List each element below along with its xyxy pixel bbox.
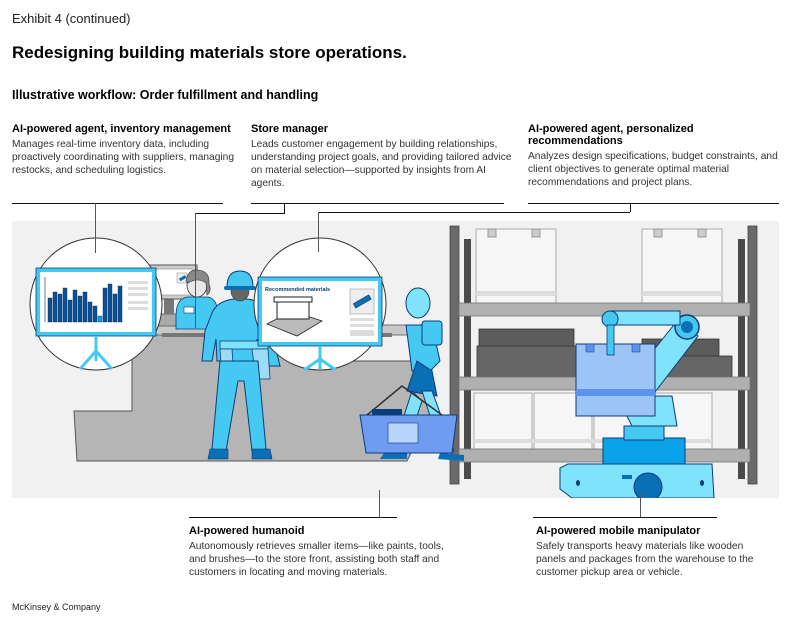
dashboard-bar — [97, 315, 103, 323]
connector-line — [318, 212, 630, 213]
connector-line — [95, 203, 96, 253]
connector-line — [379, 490, 380, 517]
dashboard-bar — [52, 291, 58, 323]
callout-body: Leads customer engagement by building re… — [251, 139, 512, 189]
illustration-scene: Recommended materials — [12, 221, 779, 498]
callout-heading: AI-powered humanoid — [189, 525, 305, 537]
connector-line — [640, 495, 641, 517]
dashboard-bar — [87, 301, 93, 323]
callout-rule — [189, 517, 397, 518]
dashboard-bar — [112, 293, 118, 323]
callout-body: Analyzes design specifications, budget c… — [528, 151, 778, 188]
connector-line — [318, 212, 319, 252]
callout-body: Safely transports heavy materials like w… — [536, 541, 754, 578]
recommendations-screen-zoom: Recommended materials — [253, 237, 387, 372]
humanoid-robot — [359, 287, 464, 461]
callout-body: Autonomously retrieves smaller items—lik… — [189, 541, 444, 578]
exhibit-label: Exhibit 4 (continued) — [12, 11, 131, 26]
callout-rule — [12, 203, 223, 204]
dashboard-bar — [47, 297, 53, 323]
dashboard-bar — [62, 287, 68, 323]
page-title: Redesigning building materials store ope… — [12, 43, 407, 62]
callout-rule — [528, 203, 779, 204]
workflow-subtitle: Illustrative workflow: Order fulfillment… — [12, 88, 319, 102]
inventory-dashboard-zoom — [29, 237, 163, 371]
connector-line — [195, 213, 196, 328]
dashboard-bar — [77, 295, 83, 323]
callout-humanoid: AI-powered humanoid Autonomously retriev… — [189, 525, 459, 579]
dashboard-bar — [92, 305, 98, 323]
connector-line — [630, 203, 631, 212]
dashboard-bar — [117, 285, 123, 323]
callout-heading: Store manager — [251, 123, 329, 135]
callout-inventory-agent: AI-powered agent, inventory management M… — [12, 123, 237, 177]
footer-brand: McKinsey & Company — [12, 602, 101, 612]
store-illustration: Recommended materials — [29, 225, 758, 498]
callout-heading: AI-powered mobile manipulator — [536, 525, 701, 537]
callout-store-manager: Store manager Leads customer engagement … — [251, 123, 516, 190]
dashboard-bar — [102, 287, 108, 323]
callout-heading: AI-powered agent, personalized recommend… — [528, 123, 694, 147]
connector-line — [195, 213, 285, 214]
callout-mobile-manipulator: AI-powered mobile manipulator Safely tra… — [536, 525, 771, 579]
connector-line — [284, 203, 285, 213]
mobile-manipulator — [559, 310, 715, 498]
callout-heading: AI-powered agent, inventory management — [12, 123, 231, 135]
dashboard-bar — [82, 291, 88, 323]
dashboard-bar — [57, 293, 63, 323]
callout-recommendations-agent: AI-powered agent, personalized recommend… — [528, 123, 783, 189]
callout-rule — [533, 517, 717, 518]
dashboard-bar — [72, 289, 78, 323]
dashboard-bar — [107, 283, 113, 323]
callout-rule — [251, 203, 504, 204]
callout-body: Manages real-time inventory data, includ… — [12, 139, 234, 176]
dashboard-bar — [67, 299, 73, 323]
screen-label: Recommended materials — [265, 287, 330, 293]
